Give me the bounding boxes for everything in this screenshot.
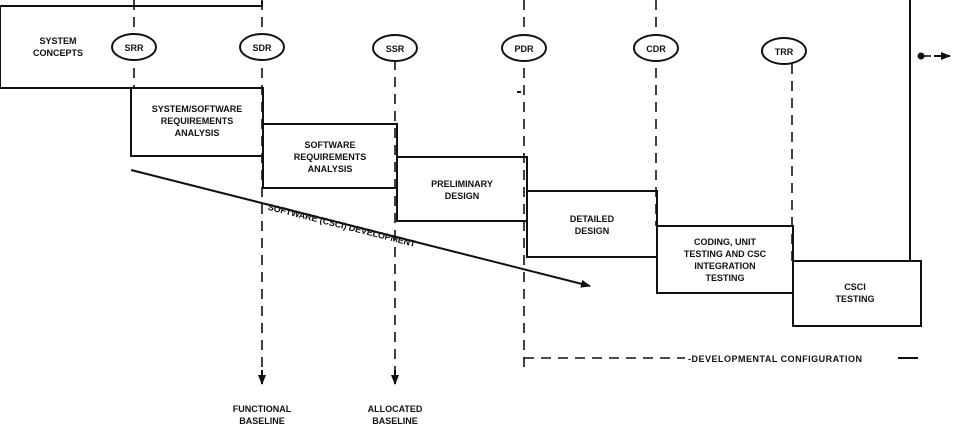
functional-baseline: FUNCTIONAL BASELINE: [233, 370, 292, 426]
milestone-trr: TRR: [761, 37, 807, 65]
software-development-label: 'SOFTWARE (CSCI) DEVELOPMENT: [265, 201, 417, 249]
continuation-arrow: [917, 52, 951, 60]
milestone-sdr-label: SDR: [252, 43, 272, 53]
phase-coding-line-1: CODING, UNIT: [694, 237, 757, 247]
milestone-cdr-label: CDR: [646, 44, 666, 54]
phase-detailed-design: DETAILED DESIGN: [526, 190, 658, 258]
phase-sys-sw-requirements: SYSTEM/SOFTWARE REQUIREMENTS ANALYSIS: [130, 87, 264, 157]
phase-csci-line-1: CSCI: [844, 282, 866, 292]
functional-baseline-line-2: BASELINE: [239, 416, 285, 426]
developmental-configuration-label: -DEVELOPMENTAL CONFIGURATION: [688, 354, 863, 364]
allocated-baseline-line-1: ALLOCATED: [368, 404, 423, 414]
phase-detailed-line-1: DETAILED: [570, 214, 615, 224]
phase-detailed-line-2: DESIGN: [575, 226, 610, 236]
phase-sys-sw-line-1: SYSTEM/SOFTWARE: [152, 104, 243, 114]
phase-preliminary-design: PRELIMINARY DESIGN: [396, 156, 528, 222]
phase-sw-req-line-3: ANALYSIS: [308, 164, 353, 174]
phase-sw-req-line-2: REQUIREMENTS: [294, 152, 367, 162]
phase-sys-sw-line-2: REQUIREMENTS: [161, 116, 234, 126]
allocated-baseline: ALLOCATED BASELINE: [368, 370, 423, 426]
phase-csci-testing: CSCI TESTING: [792, 0, 922, 327]
phase-coding-line-4: TESTING: [705, 273, 744, 283]
phase-coding-line-2: TESTING AND CSC: [684, 249, 767, 259]
phase-coding-testing: CODING, UNIT TESTING AND CSC INTEGRATION…: [656, 225, 794, 294]
milestone-srr: SRR: [111, 33, 157, 61]
functional-baseline-line-1: FUNCTIONAL: [233, 404, 292, 414]
phase-sw-req-line-1: SOFTWARE: [305, 140, 356, 150]
milestone-pdr-label: PDR: [514, 44, 534, 54]
phase-prelim-line-2: DESIGN: [445, 191, 480, 201]
phase-csci-line-2: TESTING: [835, 294, 874, 304]
developmental-configuration: -DEVELOPMENTAL CONFIGURATION: [524, 354, 918, 364]
phase-sw-requirements: SOFTWARE REQUIREMENTS ANALYSIS: [262, 123, 398, 189]
allocated-baseline-line-2: BASELINE: [372, 416, 418, 426]
milestone-ssr-label: SSR: [386, 44, 405, 54]
milestone-sdr: SDR: [239, 33, 285, 61]
phase-system-concepts-line-2: CONCEPTS: [33, 48, 83, 58]
phase-coding-line-3: INTEGRATION: [694, 261, 755, 271]
milestone-trr-label: TRR: [775, 47, 794, 57]
phase-prelim-line-1: PRELIMINARY: [431, 179, 493, 189]
milestone-pdr: PDR: [501, 34, 547, 62]
milestone-srr-label: SRR: [124, 43, 144, 53]
milestone-ssr: SSR: [372, 34, 418, 62]
phase-system-concepts-line-1: SYSTEM: [39, 36, 76, 46]
phase-sys-sw-line-3: ANALYSIS: [175, 128, 220, 138]
milestone-cdr: CDR: [633, 34, 679, 62]
